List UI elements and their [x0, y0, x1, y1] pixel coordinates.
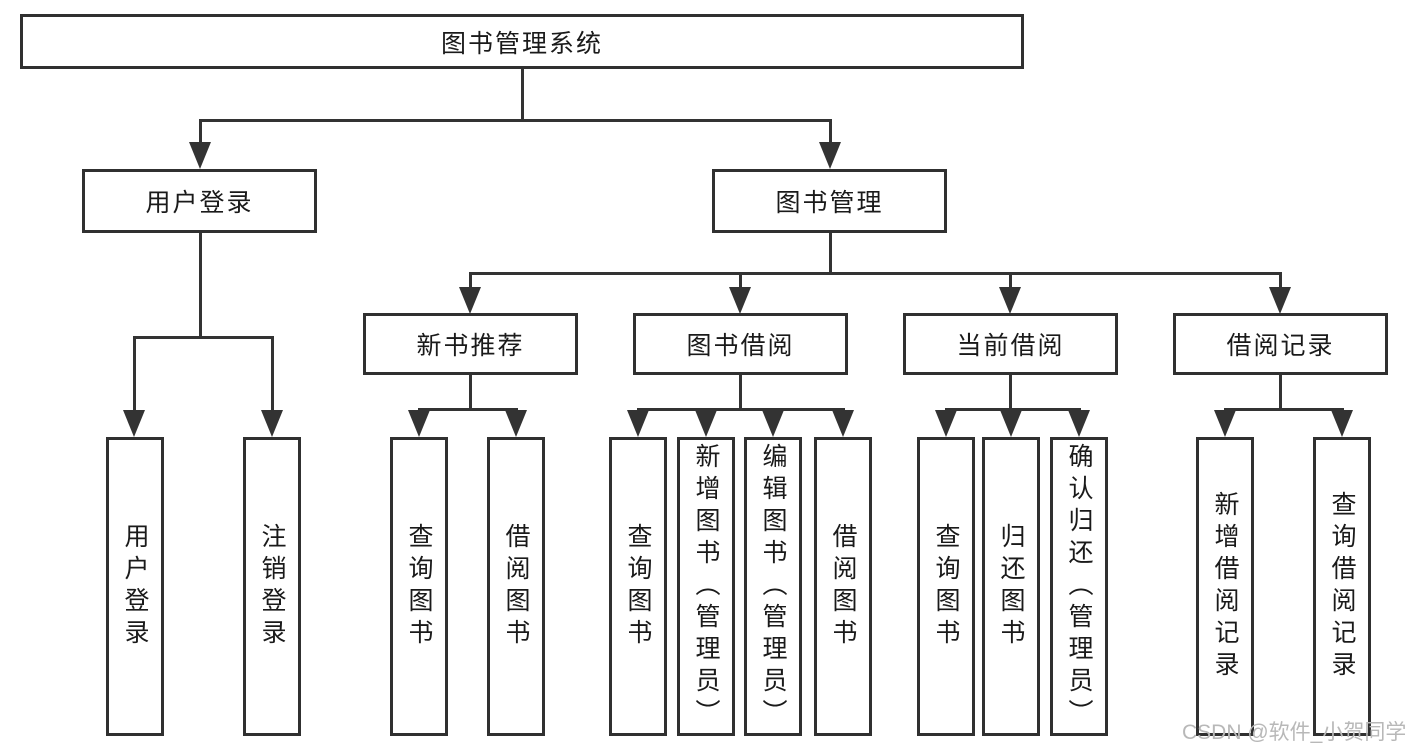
node-current-borrowing: 当前借阅 [903, 313, 1118, 375]
connector-line [1279, 375, 1282, 411]
arrow-down-icon [123, 410, 145, 437]
node-library-system: 图书管理系统 [20, 14, 1024, 69]
leaf-label: 查询图书 [932, 522, 960, 651]
connector-line [829, 233, 832, 275]
leaf-edit-book-admin: 编辑图书（管理员） [744, 437, 802, 736]
leaf-user-login: 用户登录 [106, 437, 164, 736]
connector-line [469, 272, 1282, 275]
connector-line [829, 119, 832, 145]
connector-line [739, 375, 742, 411]
leaf-query-book-1: 查询图书 [390, 437, 448, 736]
leaf-borrow-book-1: 借阅图书 [487, 437, 545, 736]
arrow-down-icon [999, 287, 1021, 314]
arrow-down-icon [1000, 410, 1022, 437]
arrow-down-icon [1068, 410, 1090, 437]
arrow-down-icon [1331, 410, 1353, 437]
node-user-login-branch: 用户登录 [82, 169, 317, 233]
leaf-add-book-admin: 新增图书（管理员） [677, 437, 735, 736]
leaf-label: 借阅图书 [829, 522, 857, 651]
connector-line [199, 119, 832, 122]
node-book-borrowing: 图书借阅 [633, 313, 848, 375]
node-borrowing-records: 借阅记录 [1173, 313, 1388, 375]
connector-line [469, 272, 472, 290]
connector-line [521, 69, 524, 122]
arrow-down-icon [832, 410, 854, 437]
leaf-label: 用户登录 [121, 522, 149, 651]
node-book-management: 图书管理 [712, 169, 947, 233]
arrow-down-icon [935, 410, 957, 437]
leaf-confirm-return-admin: 确认归还（管理员） [1050, 437, 1108, 736]
connector-line [1224, 408, 1344, 411]
arrow-down-icon [627, 410, 649, 437]
leaf-query-book-2: 查询图书 [609, 437, 667, 736]
connector-line [739, 272, 742, 290]
connector-line [199, 233, 202, 339]
arrow-down-icon [819, 142, 841, 169]
csdn-watermark: CSDN @软件_小贺同学 [1182, 721, 1405, 744]
arrow-down-icon [261, 410, 283, 437]
arrow-down-icon [189, 142, 211, 169]
leaf-label: 编辑图书（管理员） [759, 442, 787, 731]
leaf-logout: 注销登录 [243, 437, 301, 736]
leaf-label: 注销登录 [258, 522, 286, 651]
leaf-query-borrow-record: 查询借阅记录 [1313, 437, 1371, 736]
leaf-label: 新增借阅记录 [1211, 490, 1239, 683]
leaf-label: 查询图书 [405, 522, 433, 651]
connector-line [199, 119, 202, 145]
arrow-down-icon [505, 410, 527, 437]
leaf-label: 确认归还（管理员） [1065, 442, 1093, 731]
leaf-borrow-book-2: 借阅图书 [814, 437, 872, 736]
arrow-down-icon [762, 410, 784, 437]
connector-line [1279, 272, 1282, 290]
leaf-add-borrow-record: 新增借阅记录 [1196, 437, 1254, 736]
arrow-down-icon [408, 410, 430, 437]
connector-line [271, 336, 274, 412]
leaf-label: 查询图书 [624, 522, 652, 651]
arrow-down-icon [695, 410, 717, 437]
leaf-return-book: 归还图书 [982, 437, 1040, 736]
connector-line [133, 336, 274, 339]
connector-line [945, 408, 1081, 411]
connector-line [418, 408, 518, 411]
arrow-down-icon [1269, 287, 1291, 314]
arrow-down-icon [729, 287, 751, 314]
connector-line [1009, 272, 1012, 290]
arrow-down-icon [1214, 410, 1236, 437]
node-new-book-recommend: 新书推荐 [363, 313, 578, 375]
connector-line [1009, 375, 1012, 411]
leaf-label: 归还图书 [997, 522, 1025, 651]
leaf-label: 查询借阅记录 [1328, 490, 1356, 683]
connector-line [469, 375, 472, 411]
arrow-down-icon [459, 287, 481, 314]
connector-line [637, 408, 845, 411]
leaf-label: 新增图书（管理员） [692, 442, 720, 731]
leaf-label: 借阅图书 [502, 522, 530, 651]
connector-line [133, 336, 136, 412]
leaf-query-book-3: 查询图书 [917, 437, 975, 736]
